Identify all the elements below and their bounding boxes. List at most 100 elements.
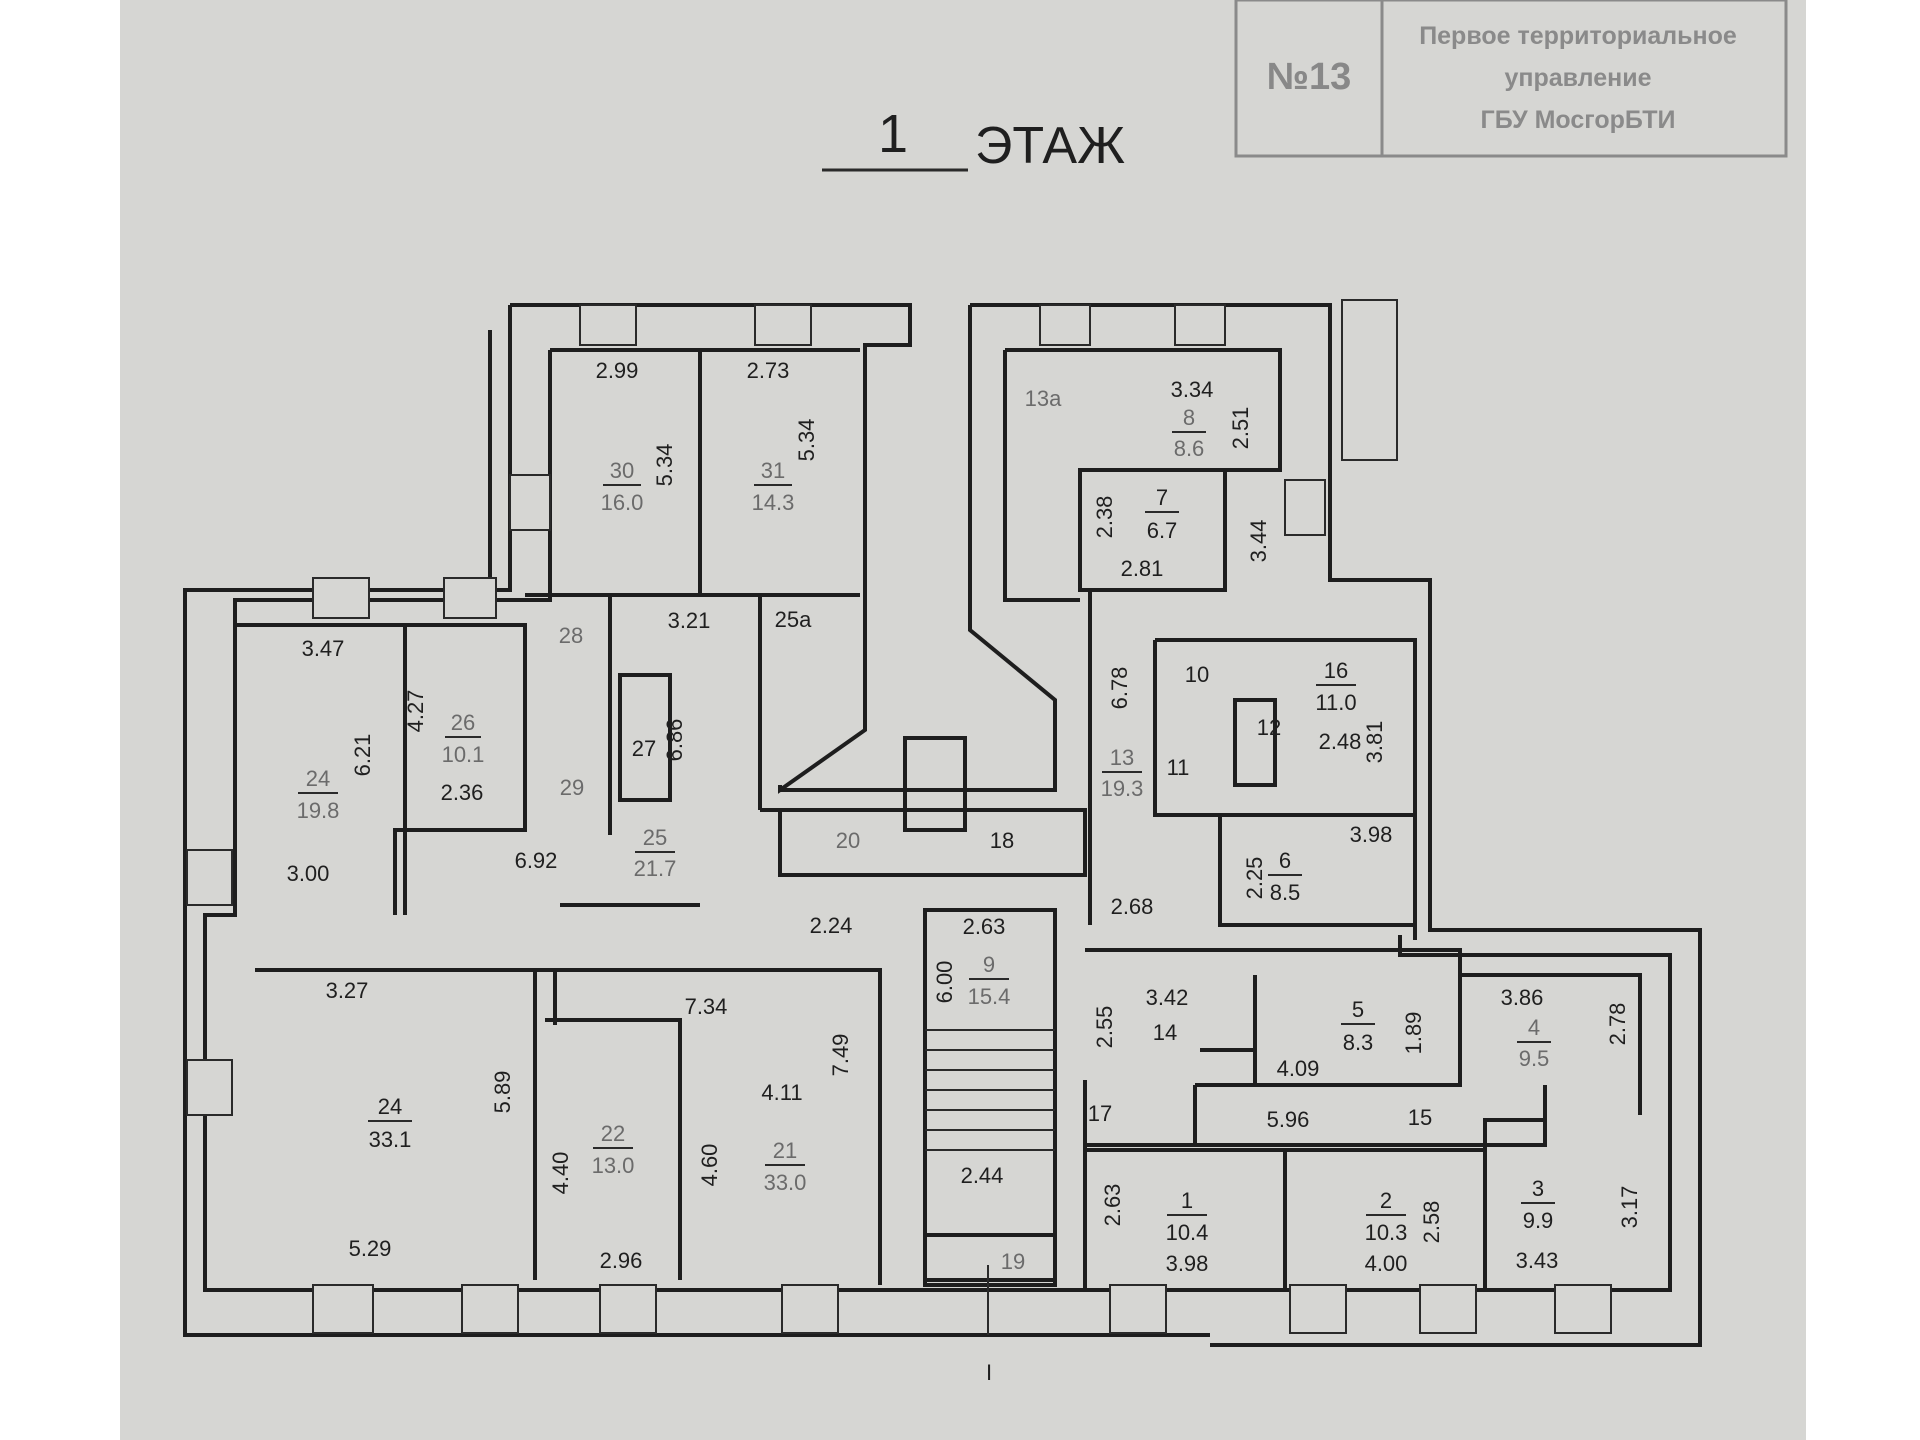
room-25-number: 25: [643, 825, 667, 850]
room-25-area: 21.7: [634, 856, 677, 881]
floor-word: ЭТАЖ: [975, 117, 1125, 175]
outer-walls: [183, 303, 1702, 1347]
room-2-number: 2: [1380, 1188, 1392, 1213]
dim-label: 5.89: [490, 1071, 515, 1114]
room-18-number: 18: [990, 828, 1014, 853]
room-31-number: 31: [761, 458, 785, 483]
dim-label: 6.92: [515, 848, 558, 873]
dim-label: 2.96: [600, 1248, 643, 1273]
dim-label: 7.49: [828, 1034, 853, 1077]
stamp-line-1: Первое территориальное: [1419, 22, 1737, 50]
room-26-number: 26: [451, 710, 475, 735]
dimension-labels: 2.99 5.34 2.73 5.34 3.34 2.51 2.38 2.81 …: [287, 358, 1642, 1276]
window: [1554, 1284, 1612, 1334]
room-labels: 30 16.0 31 14.3 13а 8 8.6 7 6.7 28 25а 2…: [297, 386, 1555, 1274]
window: [1039, 304, 1091, 346]
dim-label: 3.81: [1362, 721, 1387, 764]
stamp-number: №13: [1267, 56, 1352, 98]
room-2-area: 10.3: [1365, 1220, 1408, 1245]
room-4-area: 9.5: [1519, 1046, 1550, 1071]
room-21-number: 21: [773, 1138, 797, 1163]
room-14-number: 14: [1153, 1020, 1177, 1045]
room-12-number: 12: [1257, 715, 1281, 740]
dim-label: 6.86: [662, 719, 687, 762]
dim-label: 3.43: [1516, 1248, 1559, 1273]
room-25a-number: 25а: [775, 607, 812, 632]
window: [1109, 1284, 1167, 1334]
room-26-area: 10.1: [442, 742, 485, 767]
room-27-number: 27: [632, 736, 656, 761]
room-4-number: 4: [1528, 1015, 1540, 1040]
window: [186, 849, 233, 906]
window: [1419, 1284, 1477, 1334]
room-21-area: 33.0: [764, 1170, 807, 1195]
room-9-area: 15.4: [968, 984, 1011, 1009]
room-13-number: 13: [1110, 745, 1134, 770]
room-3-area: 9.9: [1523, 1208, 1554, 1233]
bti-stamp: №13 Первое территориальное управление ГБ…: [1234, 0, 1788, 158]
dim-label: 3.98: [1350, 822, 1393, 847]
dim-label: 2.51: [1228, 407, 1253, 450]
window: [1289, 1284, 1347, 1334]
room-3-number: 3: [1532, 1176, 1544, 1201]
dim-label: 5.34: [794, 419, 819, 462]
floor-number: 1: [878, 104, 908, 164]
window: [1341, 299, 1398, 461]
dim-label: 5.29: [349, 1236, 392, 1261]
dim-label: 2.81: [1121, 556, 1164, 581]
dim-label: 4.09: [1277, 1056, 1320, 1081]
dim-label: 4.11: [761, 1080, 802, 1105]
dim-label: 6.78: [1107, 667, 1132, 710]
dim-label: 4.27: [403, 690, 428, 733]
window: [461, 1284, 519, 1334]
dim-label: 2.73: [747, 358, 790, 383]
room-7-area: 6.7: [1147, 518, 1178, 543]
window: [579, 304, 637, 346]
dim-label: 4.40: [548, 1152, 573, 1195]
window: [1174, 304, 1226, 346]
dim-label: 3.44: [1246, 520, 1271, 563]
plan-sheet: [120, 0, 1806, 1440]
room-6-area: 8.5: [1270, 880, 1301, 905]
window: [781, 1284, 839, 1334]
dim-label: 2.63: [1100, 1184, 1125, 1227]
stamp-line-2: управление: [1504, 64, 1651, 92]
room-29-number: 29: [560, 775, 584, 800]
room-5-number: 5: [1352, 997, 1364, 1022]
dim-label: 2.36: [441, 780, 484, 805]
dim-label: 1.89: [1401, 1012, 1426, 1055]
room-16-area: 11.0: [1315, 690, 1356, 715]
dim-label: 2.38: [1092, 496, 1117, 539]
room-31-area: 14.3: [752, 490, 795, 515]
room-30-number: 30: [610, 458, 634, 483]
window: [1284, 479, 1326, 536]
window: [509, 474, 551, 531]
room-22-number: 22: [601, 1121, 625, 1146]
dim-label: 2.78: [1605, 1003, 1630, 1046]
dim-label: 3.86: [1501, 985, 1544, 1010]
dim-label: 2.24: [810, 913, 853, 938]
room-1-area: 10.4: [1166, 1220, 1209, 1245]
room-28-number: 28: [559, 623, 583, 648]
room-8-area: 8.6: [1174, 436, 1205, 461]
dim-label: 4.00: [1365, 1251, 1408, 1276]
room-30-area: 16.0: [601, 490, 644, 515]
dim-label: 5.34: [652, 444, 677, 487]
dim-label: 4.60: [697, 1144, 722, 1187]
dim-label: 3.98: [1166, 1251, 1209, 1276]
dim-label: 2.68: [1111, 894, 1154, 919]
dim-label: 3.00: [287, 861, 330, 886]
windows: [186, 299, 1612, 1334]
section-mark: I: [986, 1360, 992, 1385]
dim-label: 3.21: [668, 608, 711, 633]
room-10-number: 10: [1185, 662, 1209, 687]
room-19-number: 19: [1001, 1249, 1025, 1274]
dim-label: 2.55: [1092, 1006, 1117, 1049]
room-11-number: 11: [1167, 755, 1190, 780]
window: [443, 577, 497, 619]
window: [312, 1284, 374, 1334]
dim-label: 3.27: [326, 978, 369, 1003]
room-8-number: 8: [1183, 405, 1195, 430]
dim-label: 6.00: [932, 961, 957, 1004]
room-15-number: 15: [1408, 1105, 1432, 1130]
